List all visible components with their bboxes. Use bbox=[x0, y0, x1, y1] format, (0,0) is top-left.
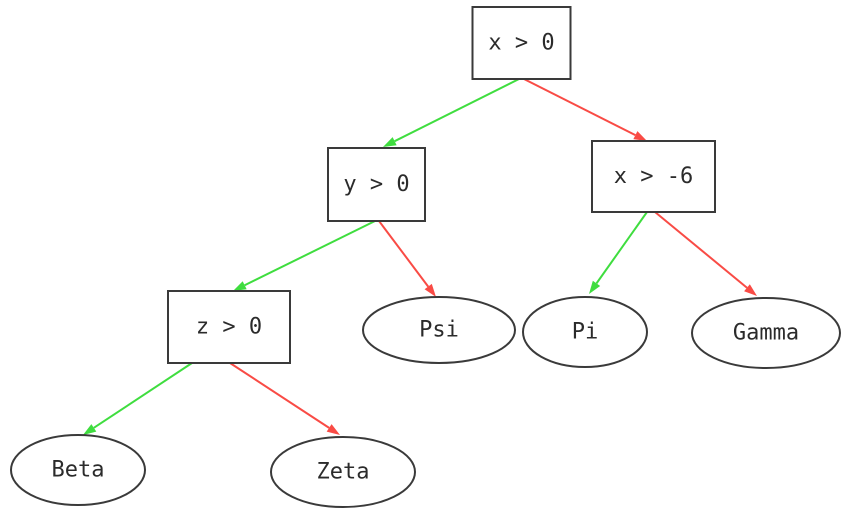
decision-box bbox=[327, 147, 426, 222]
node-label: Psi bbox=[419, 318, 459, 343]
node-psi: Psi bbox=[362, 296, 516, 364]
red-arrowhead-icon bbox=[744, 284, 757, 296]
green-arrowhead-icon bbox=[589, 280, 601, 294]
edge-z-gt-0-to-zeta bbox=[229, 362, 340, 435]
green-arrowhead-icon bbox=[383, 137, 397, 147]
green-arrowhead-icon bbox=[233, 281, 247, 291]
edge-x-gt-neg6-to-pi bbox=[589, 211, 648, 294]
node-beta: Beta bbox=[10, 434, 146, 506]
edge-z-gt-0-to-beta bbox=[83, 362, 193, 435]
node-gamma: Gamma bbox=[691, 297, 841, 369]
red-arrowhead-icon bbox=[326, 424, 340, 435]
leaf-ellipse bbox=[362, 296, 516, 364]
decision-box bbox=[167, 290, 291, 364]
node-x-gt-neg6: x > -6 bbox=[591, 140, 716, 213]
node-label: y > 0 bbox=[343, 172, 409, 197]
leaf-ellipse bbox=[10, 434, 146, 506]
leaf-ellipse bbox=[691, 297, 841, 369]
node-label: Beta bbox=[52, 458, 105, 483]
green-branch-line bbox=[394, 77, 522, 143]
node-label: Zeta bbox=[317, 460, 370, 485]
node-label: Pi bbox=[572, 320, 599, 345]
node-label: x > -6 bbox=[614, 164, 693, 189]
red-branch-line bbox=[378, 220, 430, 288]
edge-y-gt-0-to-psi bbox=[378, 220, 436, 297]
node-zeta: Zeta bbox=[270, 436, 416, 508]
edge-x-gt-neg6-to-gamma bbox=[654, 211, 757, 296]
leaf-ellipse bbox=[270, 436, 416, 508]
green-branch-line bbox=[595, 211, 648, 284]
green-branch-line bbox=[244, 220, 376, 287]
edge-x-gt-0-to-x-gt-neg6 bbox=[521, 77, 647, 141]
node-label: x > 0 bbox=[488, 31, 554, 56]
node-pi: Pi bbox=[522, 296, 648, 368]
node-z-gt-0: z > 0 bbox=[167, 290, 291, 364]
green-arrowhead-icon bbox=[83, 424, 97, 435]
red-branch-line bbox=[229, 362, 330, 429]
node-label: z > 0 bbox=[196, 315, 262, 340]
edge-x-gt-0-to-y-gt-0 bbox=[383, 77, 522, 147]
node-y-gt-0: y > 0 bbox=[327, 147, 426, 222]
edges-layer bbox=[83, 77, 757, 435]
node-x-gt-0: x > 0 bbox=[471, 6, 572, 80]
red-arrowhead-icon bbox=[633, 131, 647, 141]
decision-box bbox=[471, 6, 572, 80]
node-label: Gamma bbox=[733, 321, 799, 346]
leaf-ellipse bbox=[522, 296, 648, 368]
decision-box bbox=[591, 140, 716, 213]
red-arrowhead-icon bbox=[424, 283, 436, 297]
green-branch-line bbox=[93, 362, 193, 429]
red-branch-line bbox=[654, 211, 748, 289]
red-branch-line bbox=[521, 77, 636, 137]
edge-y-gt-0-to-z-gt-0 bbox=[233, 220, 376, 291]
